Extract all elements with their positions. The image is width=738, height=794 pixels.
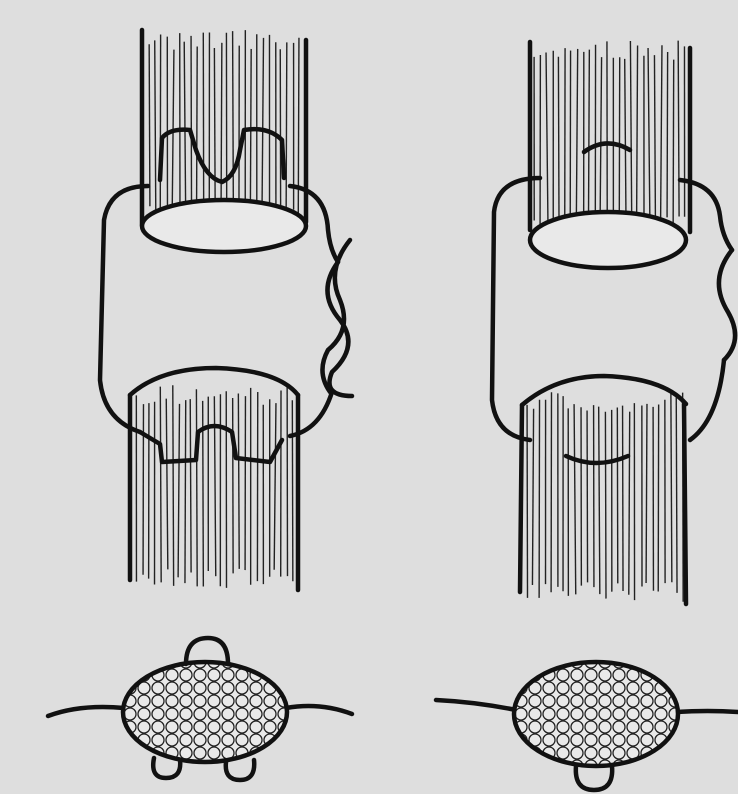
tendon-fiber-line <box>673 60 674 231</box>
tendon-fiber-line <box>605 412 606 599</box>
tendon-fiber-line <box>546 53 548 226</box>
tendon-fiber-line <box>160 387 161 583</box>
fiber-bundle-cell <box>152 656 164 668</box>
tendon-fiber-line <box>629 412 630 595</box>
left-lower-tendon <box>130 368 298 590</box>
left-suture-diagram <box>48 30 352 780</box>
tendon-fiber-line <box>646 404 647 583</box>
tendon-fiber-line <box>667 52 668 217</box>
tendon-fiber-line <box>172 50 174 219</box>
tendon-fiber-line <box>574 404 576 594</box>
fiber-bundle-cell <box>515 656 527 668</box>
fiber-bundle-cell <box>669 669 681 681</box>
right-lower-tendon <box>520 376 686 604</box>
tendon-fiber-line <box>190 399 191 572</box>
fiber-bundle-cell <box>264 656 276 668</box>
tendon-fiber-line <box>221 43 222 218</box>
tendon-fiber-line <box>599 407 600 595</box>
fiber-bundle-cell <box>124 747 136 759</box>
tendon-fiber-line <box>185 400 186 583</box>
fiber-bundle-cell <box>515 669 527 681</box>
fiber-bundle-cell <box>278 747 290 759</box>
tendon-fiber-line <box>676 396 677 593</box>
right-upper-tendon <box>530 41 690 268</box>
left-upper-tendon <box>142 30 306 252</box>
fiber-bundle-cell <box>515 760 527 772</box>
fiber-bundle-cell <box>278 669 290 681</box>
fiber-bundle-cell <box>669 656 681 668</box>
tendon-fiber-line <box>286 42 287 210</box>
tendon-fiber-line <box>661 45 662 223</box>
right-cross-section <box>436 656 738 790</box>
left-cross-section <box>48 638 352 780</box>
tendon-fiber-line <box>178 404 179 577</box>
fiber-bundle-cell <box>669 760 681 772</box>
tendon-fiber-line <box>558 57 559 217</box>
tendon-fiber-line <box>274 403 276 570</box>
fiber-bundle-cell <box>124 669 136 681</box>
fiber-bundle-cell <box>124 656 136 668</box>
fiber-bundle-cell <box>543 760 555 772</box>
tendon-fiber-line <box>214 48 215 218</box>
fiber-bundle-cell <box>264 747 276 759</box>
fiber-bundle-cell <box>250 656 262 668</box>
tendon-fiber-line <box>671 392 672 582</box>
tendon-fiber-line <box>678 41 679 217</box>
fiber-bundle-cell <box>138 656 150 668</box>
tendon-fiber-line <box>532 409 533 585</box>
tendon-fiber-line <box>197 47 198 219</box>
tendon-fiber-line <box>298 38 299 218</box>
fiber-bundle-cell <box>655 760 667 772</box>
tendon-fiber-line <box>576 49 577 225</box>
tendon-fiber-line <box>600 57 602 224</box>
tendon-fiber-line <box>214 396 215 576</box>
tendon-fiber-line <box>588 50 589 234</box>
fiber-bundle-cell <box>278 656 290 668</box>
tendon-fiber-line <box>648 48 650 223</box>
fiber-bundle-cell <box>543 656 555 668</box>
tendon-fiber-line <box>654 55 655 230</box>
fiber-bundle-cell <box>641 656 653 668</box>
tendon-fiber-line <box>292 400 293 581</box>
tendon-fiber-line <box>262 38 263 204</box>
fiber-bundle-cell <box>641 760 653 772</box>
fiber-bundle-cell <box>529 760 541 772</box>
tendon-fiber-line <box>173 385 174 586</box>
tendon-fiber-line <box>149 44 150 206</box>
tendon-fiber-line <box>630 41 631 228</box>
fiber-bundle-cell <box>669 747 681 759</box>
tendon-fiber-line <box>233 31 234 219</box>
tendon-fiber-line <box>625 59 626 219</box>
tendon-fiber-line <box>637 45 638 216</box>
fiber-bundle-cell <box>655 656 667 668</box>
tendon-fiber-line <box>184 42 185 206</box>
tendon-fiber-line <box>166 399 168 570</box>
tendon-fiber-line <box>155 40 156 211</box>
fiber-bundle-cell <box>529 656 541 668</box>
tendon-fiber-line <box>196 389 197 586</box>
right-suture-diagram <box>436 41 738 790</box>
fiber-bundle-cell <box>515 747 527 759</box>
tendon-fiber-line <box>238 394 239 569</box>
